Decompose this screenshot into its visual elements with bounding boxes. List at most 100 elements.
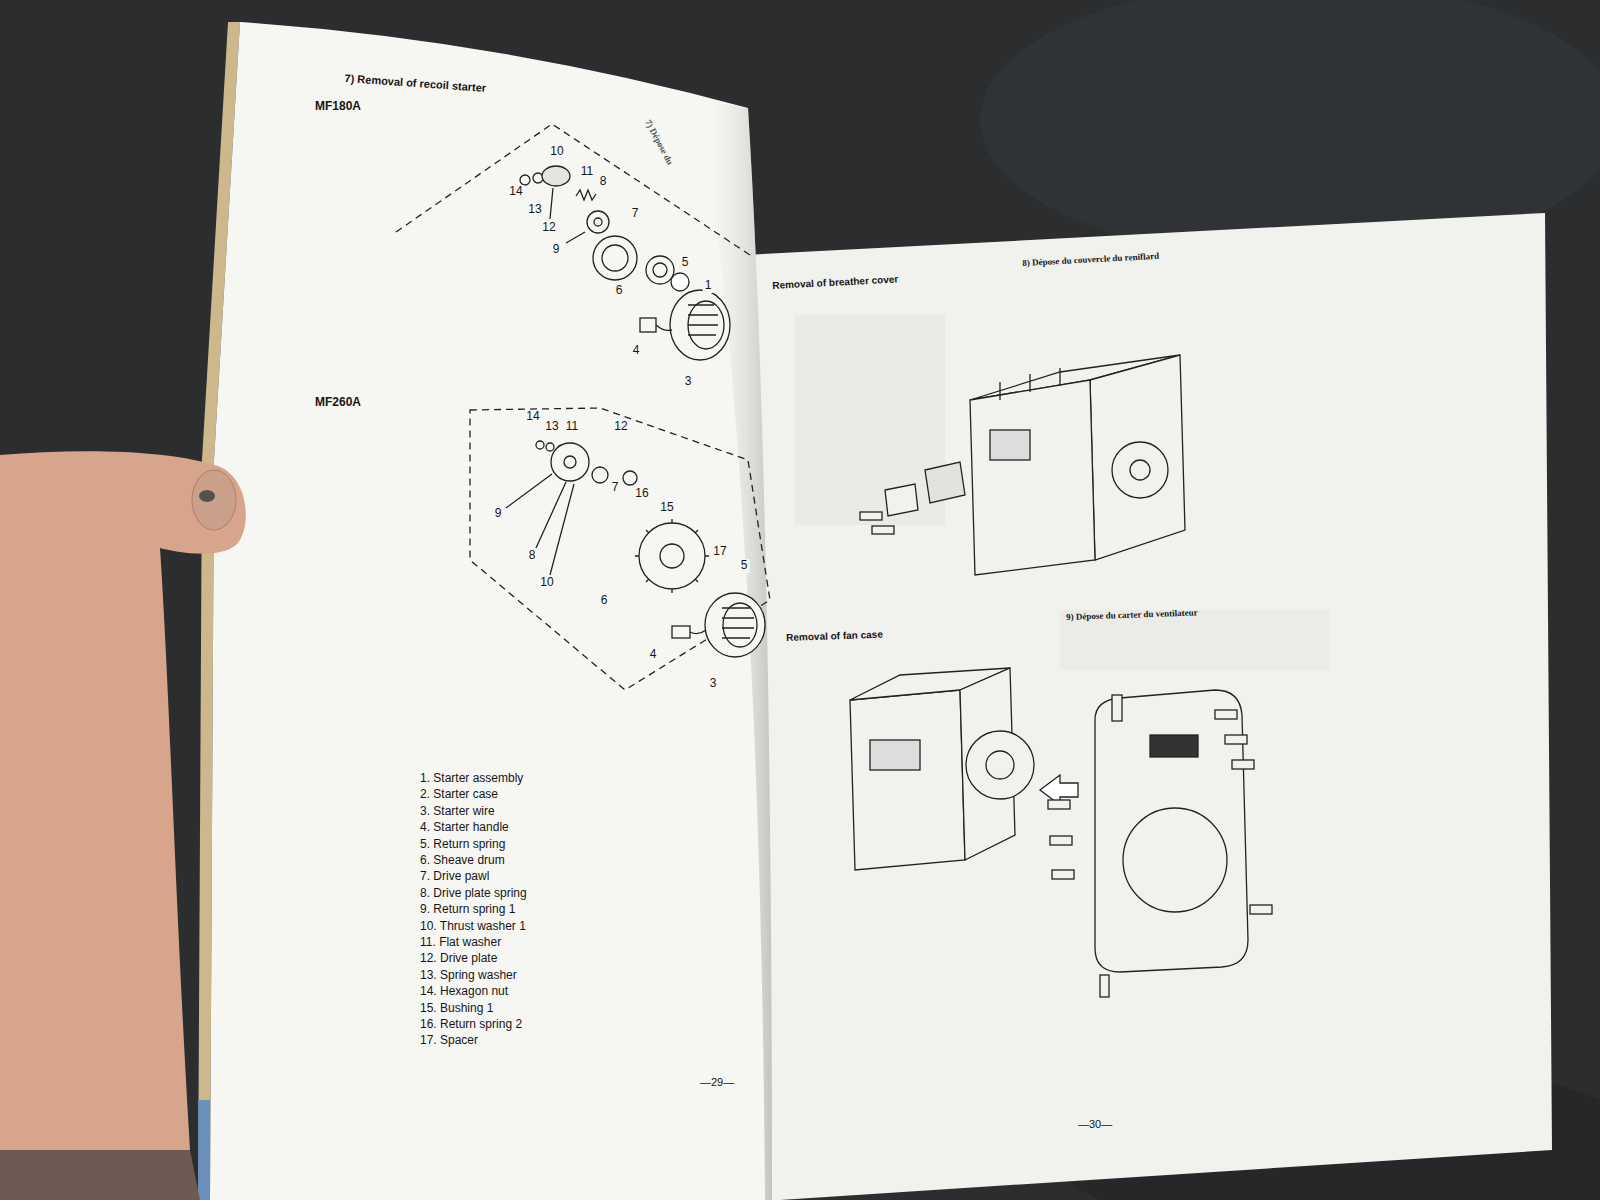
callout-number: 11 [579,165,595,179]
parts-list-item: 10. Thrust washer 1 [420,920,526,934]
mf180a-exploded-view [594,218,602,226]
parts-list-item: 14. Hexagon nut [420,985,508,999]
mf180a-exploded-view [587,211,609,233]
model-name: MF180A [315,100,361,114]
mf180a-exploded-view [542,166,570,186]
mf180a-exploded-view [396,124,750,360]
left-page [210,22,772,1200]
mf180a-exploded-view [688,305,718,335]
fan-case-drawing [1050,836,1072,845]
fan-case-drawing [1112,695,1122,721]
breather-engine-drawing [872,526,894,534]
mf260a-exploded-view [705,593,765,657]
hand [199,490,215,502]
breather-engine-drawing [885,484,918,516]
callout-number: 14 [507,185,524,199]
callout-number: 16 [633,487,650,501]
callout-number: 4 [648,648,659,662]
mf260a-exploded-view [470,408,770,690]
callout-number: 8 [598,175,609,189]
callout-number: 11 [564,420,580,434]
mf180a-exploded-view [688,301,724,349]
mf260a-exploded-view [551,443,589,481]
callout-number: 17 [711,545,728,559]
parts-list-item: 3. Starter wire [420,805,495,819]
fan-case-drawing [1225,735,1247,744]
callout-number: 12 [612,420,629,434]
callout-number: 5 [739,559,750,573]
mf180a-exploded-view [671,273,689,291]
parts-list-item: 12. Drive plate [420,952,497,966]
mf260a-exploded-view [536,441,544,449]
parts-list-item: 4. Starter handle [420,821,509,835]
fan-case-drawing [966,731,1034,799]
callout-number: 9 [551,243,562,257]
parts-list-item: 16. Return spring 2 [420,1018,522,1032]
callout-number: 15 [658,501,675,515]
page-number: —29— [700,1076,734,1089]
callout-number: 8 [527,549,538,563]
breather-engine-drawing [860,512,882,520]
mf260a-exploded-view [470,408,770,690]
mf260a-exploded-view [564,456,576,468]
hand [0,1150,200,1200]
breather-engine-drawing [1000,368,1060,400]
fan-case-drawing [850,690,965,870]
model-name: MF260A [315,396,361,410]
fan-case-drawing [1048,800,1070,809]
parts-list-item: 11. Flat washer [420,936,501,950]
page-stack [198,1100,210,1200]
parts-list-item: 7. Drive pawl [420,870,489,884]
parts-list-item: 6. Sheave drum [420,854,505,868]
mf260a-exploded-view [690,630,706,634]
callout-number: 14 [524,410,541,424]
breather-engine-drawing [860,355,1185,575]
breather-engine-drawing [970,380,1095,575]
callout-number: 9 [493,507,504,521]
page-number: —30— [1078,1118,1112,1131]
breather-engine-drawing [990,430,1030,460]
callout-number: 4 [631,344,642,358]
fan-case-drawing [1123,808,1227,912]
parts-list-item: 15. Bushing 1 [420,1002,493,1016]
callout-number: 7 [610,481,621,495]
mf180a-exploded-view [646,256,674,284]
breather-engine-drawing [1090,355,1185,560]
parts-list-item: 2. Starter case [420,788,498,802]
mf180a-exploded-view [640,318,656,332]
fan-case-drawing [1150,735,1198,757]
fan-case-drawing [1232,760,1254,769]
callout-number: 13 [543,420,560,434]
mf260a-exploded-view [635,519,709,593]
breather-engine-drawing [1130,460,1150,480]
hand [0,451,246,1200]
callout-number: 10 [548,145,565,159]
fan-case-drawing [1250,905,1272,914]
fan-case-drawing [850,668,1272,997]
mf260a-exploded-view [722,608,754,638]
hand [0,451,246,1150]
callout-number: 1 [703,279,714,293]
mf180a-exploded-view [656,325,672,330]
mf180a-exploded-view [602,245,628,271]
callout-number: 3 [683,375,694,389]
fan-case-drawing [870,740,920,770]
parts-list-item: 8. Drive plate spring [420,887,527,901]
callout-number: 6 [614,284,625,298]
mf180a-exploded-view [670,290,730,360]
right-page [745,213,1552,1200]
mf260a-exploded-view [672,626,690,638]
mf180a-exploded-view [653,263,667,277]
fan-case-drawing [986,751,1014,779]
breather-engine-drawing [925,462,965,503]
mf260a-exploded-view [592,467,608,483]
parts-list-item: 13. Spring washer [420,969,517,983]
mf260a-exploded-view [660,544,684,568]
hand [192,470,236,530]
right-page [745,213,1552,1200]
right-page [795,315,945,525]
mf260a-exploded-view [723,603,757,647]
callout-number: 13 [526,203,543,217]
